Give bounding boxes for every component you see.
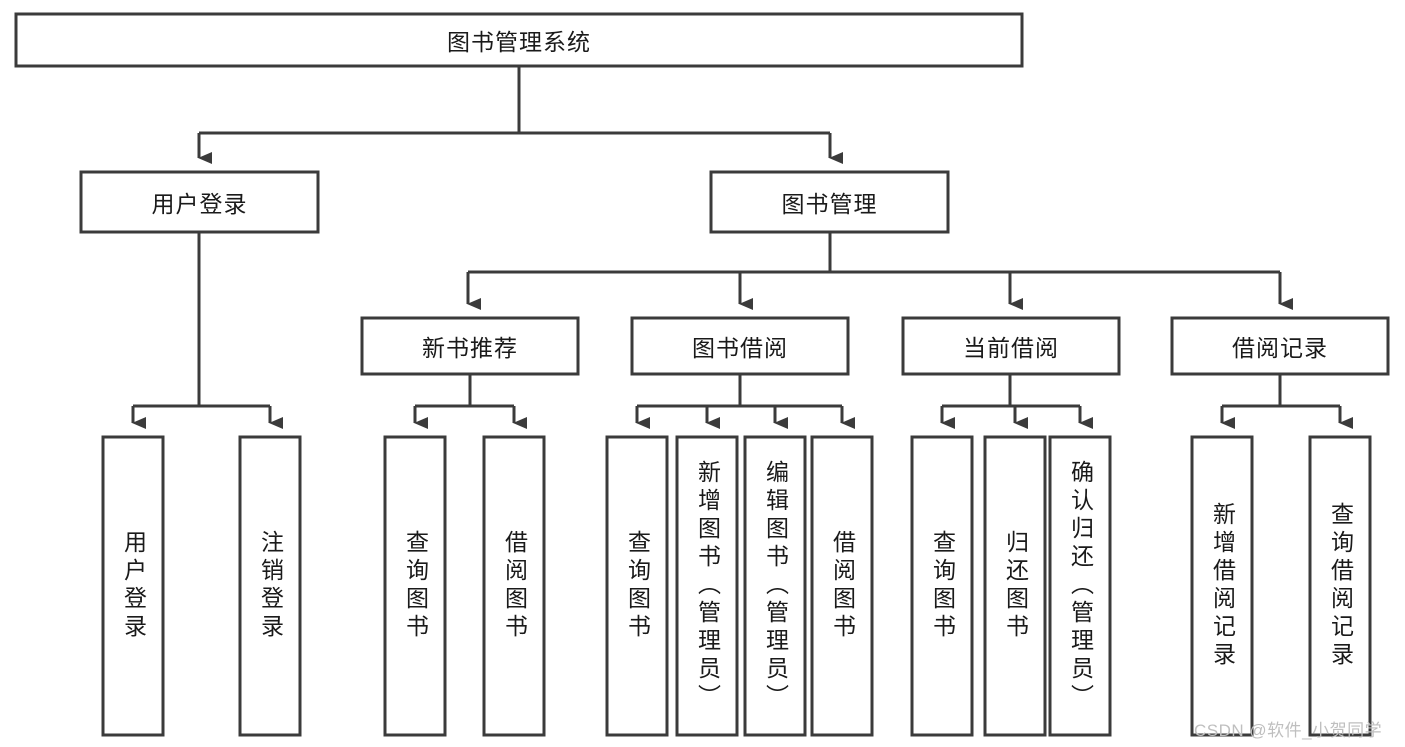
- csdn-watermark: CSDN @软件_小贺同学: [1194, 721, 1383, 740]
- leaf-box-add-borrow-record[interactable]: [1190, 435, 1254, 737]
- leaf-box-borrow-book[interactable]: [810, 435, 874, 737]
- node-box-borrow-record[interactable]: [1170, 316, 1390, 376]
- leaf-box-edit-book-admin[interactable]: [743, 435, 807, 737]
- leaf-box-borrow-book-recommend[interactable]: [482, 435, 546, 737]
- leaf-box-query-book-recommend[interactable]: [383, 435, 447, 737]
- leaf-box-confirm-return-admin[interactable]: [1048, 435, 1112, 737]
- node-box-new-book-recommend[interactable]: [360, 316, 580, 376]
- leaf-box-query-book-borrow[interactable]: [605, 435, 669, 737]
- leaf-box-query-borrow-record[interactable]: [1308, 435, 1372, 737]
- node-box-user-login[interactable]: [79, 170, 320, 234]
- leaf-box-add-book-admin[interactable]: [675, 435, 739, 737]
- leaf-box-user-login[interactable]: [101, 435, 165, 737]
- leaf-box-logout[interactable]: [238, 435, 302, 737]
- node-box-root[interactable]: [14, 12, 1024, 68]
- leaf-box-query-book-current[interactable]: [910, 435, 974, 737]
- node-box-current-borrow[interactable]: [901, 316, 1121, 376]
- node-box-book-management[interactable]: [709, 170, 950, 234]
- node-box-book-borrow[interactable]: [630, 316, 850, 376]
- leaf-box-return-book[interactable]: [983, 435, 1047, 737]
